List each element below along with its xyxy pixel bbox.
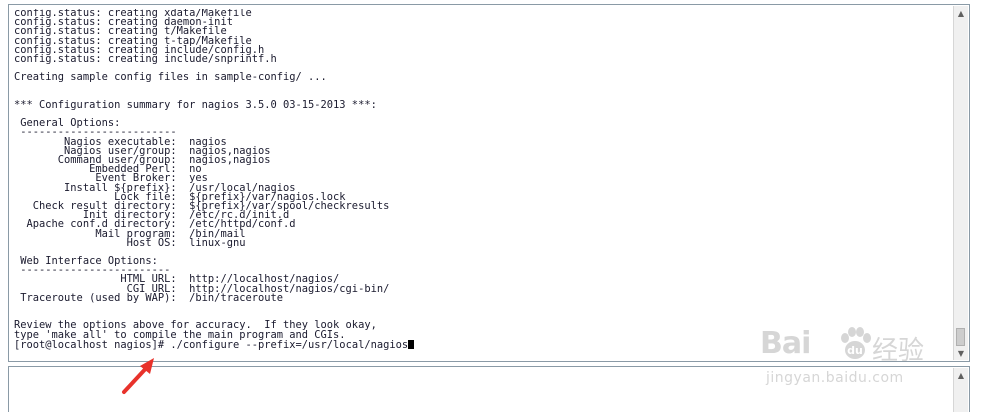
watermark-url: jingyan.baidu.com (766, 370, 904, 386)
vertical-scrollbar[interactable]: ▲ ▼ (953, 6, 968, 360)
typed-command: ./configure --prefix=/usr/local/nagios (170, 338, 409, 351)
input-pane-scroll-up-icon[interactable]: ▲ (957, 370, 965, 380)
scroll-down-icon[interactable]: ▼ (957, 348, 965, 358)
input-pane-scrollbar[interactable]: ▲ (953, 368, 968, 412)
input-pane[interactable]: ▲ (8, 366, 970, 412)
terminal-log: config.status: creating xdata/Makefile c… (14, 9, 390, 341)
terminal-output[interactable]: config.status: creating xdata/Makefile c… (14, 9, 944, 359)
terminal-window[interactable]: config.status: creating xdata/Makefile c… (8, 4, 970, 362)
scroll-up-icon[interactable]: ▲ (957, 8, 965, 18)
watermark-logo-text: Bai (760, 326, 811, 361)
red-arrow-icon (122, 358, 154, 394)
baidu-paw-icon: du (841, 327, 871, 359)
baidu-jingyan-watermark: Bai du 经验 jingyan.baidu.com (760, 326, 950, 406)
watermark-chinese: 经验 (872, 336, 925, 366)
shell-prompt: [root@localhost nagios]# (14, 338, 171, 351)
scrollbar-thumb[interactable] (956, 328, 965, 346)
text-cursor (408, 339, 415, 349)
command-prompt-line[interactable]: [root@localhost nagios]# ./configure --p… (14, 338, 415, 351)
watermark-paw-text: du (847, 344, 863, 357)
